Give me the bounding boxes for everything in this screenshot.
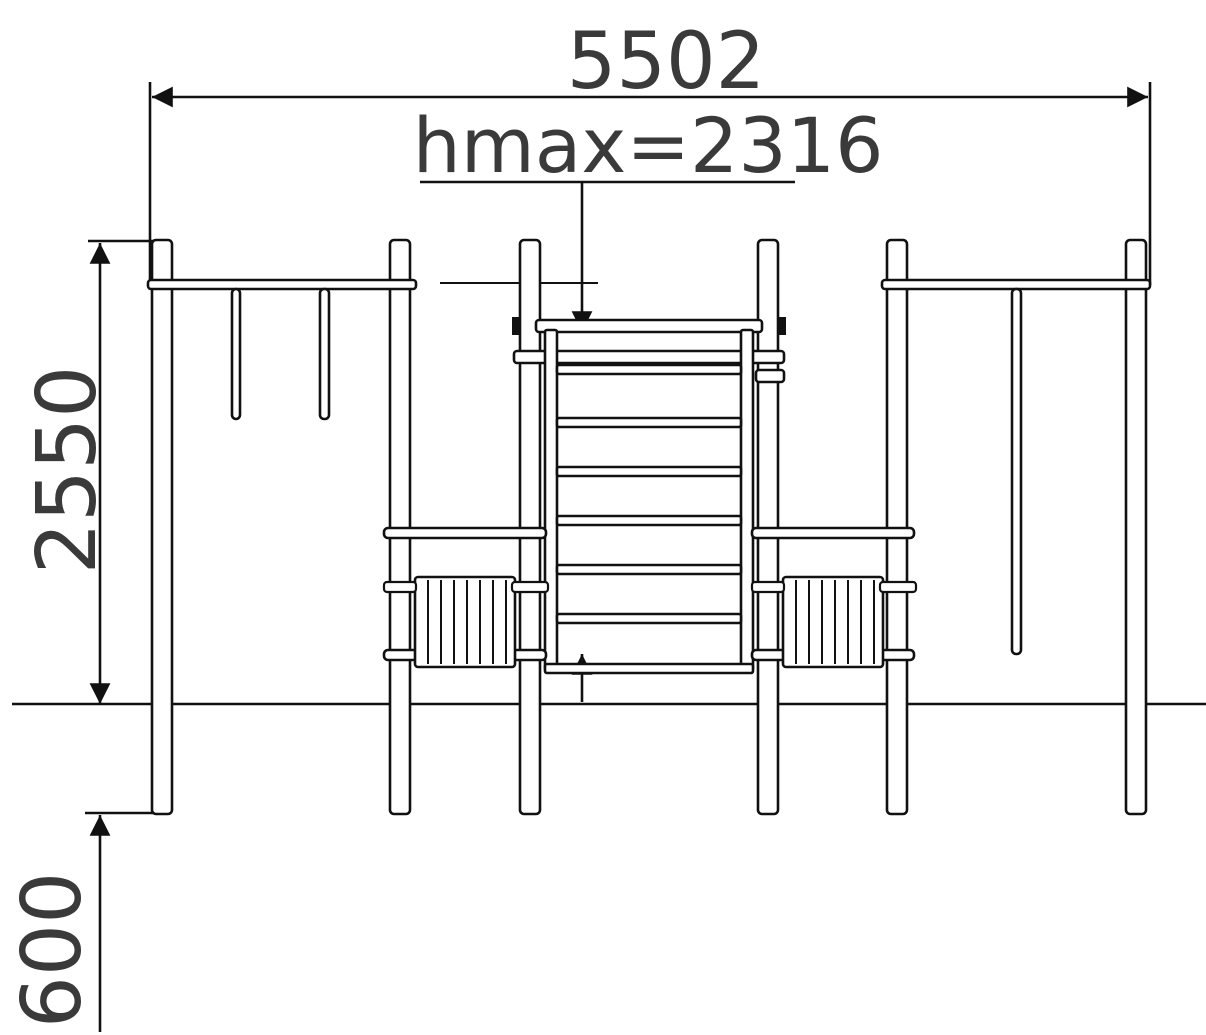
hmax-label: hmax=2316 [413,101,884,190]
left-fence [382,526,550,669]
right-fence [750,526,918,669]
height-label: 2550 [20,366,115,575]
ring-2 [318,287,331,421]
hanging-pole [1010,287,1023,656]
ring-bar [146,278,418,421]
height-dimension: 2550 [20,239,170,815]
ladder [512,317,786,675]
post-1 [150,238,174,816]
depth-label: 600 [5,872,100,1029]
pole-bar [880,278,1152,656]
ring-1 [230,287,242,421]
post-6 [1124,238,1148,816]
width-label: 5502 [567,17,766,107]
depth-dimension: 600 [5,815,111,1032]
width-dimension: 5502 [148,17,1152,285]
